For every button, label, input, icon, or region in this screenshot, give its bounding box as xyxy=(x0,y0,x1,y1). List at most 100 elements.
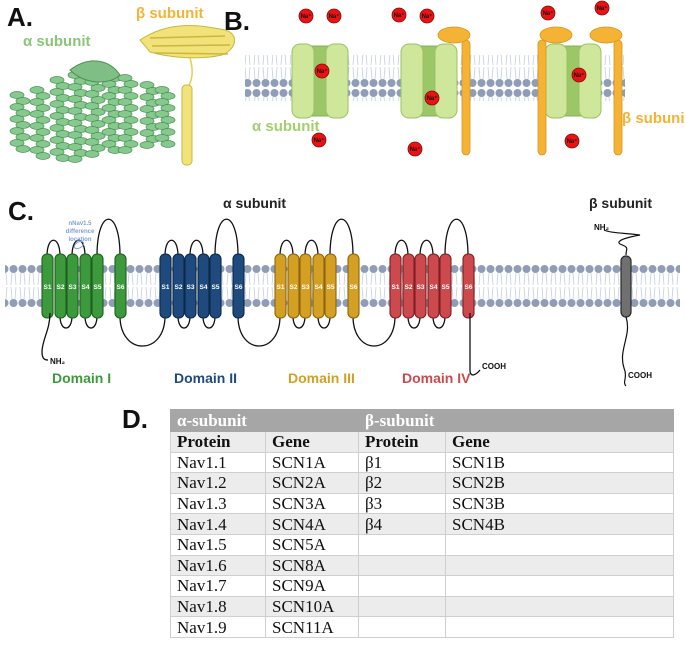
channel-with-beta xyxy=(400,43,458,119)
svg-text:S4: S4 xyxy=(430,284,438,291)
channel-open xyxy=(291,43,349,119)
cell-beta-gene xyxy=(445,595,674,618)
loop xyxy=(304,239,319,257)
sodium-ion: Na⁺ xyxy=(298,8,314,24)
svg-text:Na⁺: Na⁺ xyxy=(574,72,585,79)
sodium-ion: Na⁺ xyxy=(540,5,556,21)
c-beta-title: β subunit xyxy=(589,195,652,211)
svg-text:Na⁺: Na⁺ xyxy=(314,137,325,144)
panel-c-label: C. xyxy=(8,196,34,226)
loop xyxy=(202,315,216,329)
segment-s3: S3 xyxy=(299,253,312,319)
svg-text:Na⁺: Na⁺ xyxy=(410,146,421,153)
sodium-ion: Na⁺ xyxy=(424,90,440,106)
segment-s2: S2 xyxy=(402,253,415,319)
loop xyxy=(317,315,331,329)
subunit-gene-table: α-subunit β-subunit Protein Gene Protein… xyxy=(170,409,674,638)
cell-beta-gene: SCN3B xyxy=(445,492,674,515)
alpha-helix xyxy=(67,71,89,163)
segment-s1: S1 xyxy=(274,253,287,319)
cell-alpha-protein: Nav1.2 xyxy=(170,472,266,494)
beta-subunit-2 xyxy=(537,26,573,156)
c-beta-nterm-label: NH₂ xyxy=(594,223,610,232)
svg-text:location: location xyxy=(68,237,91,243)
alpha-helix xyxy=(154,86,176,148)
svg-text:S5: S5 xyxy=(442,284,450,291)
panel-b-diagram: Na⁺Na⁺Na⁺Na⁺Na⁺Na⁺Na⁺Na⁺Na⁺Na⁺Na⁺Na⁺ α s… xyxy=(245,0,685,157)
cell-beta-gene xyxy=(445,554,674,577)
segment-s3: S3 xyxy=(184,253,197,319)
beta-subunit-3 xyxy=(589,26,623,156)
svg-text:S6: S6 xyxy=(117,284,125,291)
channel-with-two-beta xyxy=(544,43,602,119)
segment-s3: S3 xyxy=(66,253,79,319)
svg-text:S3: S3 xyxy=(302,284,310,291)
svg-text:S5: S5 xyxy=(327,284,335,291)
svg-text:S4: S4 xyxy=(315,284,323,291)
domain-label: Domain II xyxy=(174,370,237,386)
segment-s4: S4 xyxy=(312,253,325,319)
loop xyxy=(292,315,306,329)
svg-text:Na⁺: Na⁺ xyxy=(543,10,554,17)
loop xyxy=(279,239,294,257)
svg-text:S2: S2 xyxy=(57,284,65,291)
svg-text:S5: S5 xyxy=(94,284,102,291)
svg-text:Na⁺: Na⁺ xyxy=(394,12,405,19)
cell-beta-protein xyxy=(358,575,446,597)
svg-text:S3: S3 xyxy=(69,284,77,291)
loop xyxy=(177,315,191,329)
c-alpha-title: α subunit xyxy=(223,195,286,211)
segment-s6: S6 xyxy=(232,253,245,319)
cell-beta-protein xyxy=(358,616,446,638)
loop xyxy=(59,315,73,329)
alpha-helix xyxy=(29,86,51,160)
c-terminus-tail xyxy=(469,313,481,376)
b-beta-label: β subunit xyxy=(622,110,685,127)
sodium-ion: Na⁺ xyxy=(564,133,580,149)
svg-text:S2: S2 xyxy=(405,284,413,291)
loop xyxy=(84,315,98,329)
cell-alpha-gene: SCN1A xyxy=(265,451,359,474)
cell-beta-gene xyxy=(445,575,674,597)
cell-alpha-gene: SCN8A xyxy=(265,554,359,577)
cell-alpha-protein: Nav1.9 xyxy=(170,616,266,638)
svg-text:S6: S6 xyxy=(235,284,243,291)
cell-beta-protein: β2 xyxy=(358,472,446,494)
header-alpha-protein: Protein xyxy=(170,431,266,453)
cell-alpha-gene: SCN9A xyxy=(265,575,359,597)
sodium-ion: Na⁺ xyxy=(391,7,407,23)
domain-label: Domain IV xyxy=(402,370,471,386)
alpha-helix xyxy=(49,76,71,162)
segment-s4: S4 xyxy=(197,253,210,319)
alpha-helix xyxy=(9,91,31,153)
cell-beta-protein xyxy=(358,533,446,556)
loop xyxy=(164,239,179,257)
cell-beta-gene: SCN4B xyxy=(445,513,674,535)
loop xyxy=(444,218,469,257)
loop xyxy=(407,315,421,329)
cell-beta-protein: β3 xyxy=(358,492,446,515)
svg-text:S3: S3 xyxy=(417,284,425,291)
b-alpha-label: α subunit xyxy=(252,118,320,135)
cell-alpha-gene: SCN3A xyxy=(265,492,359,515)
loop xyxy=(71,239,86,257)
cell-beta-gene xyxy=(445,616,674,638)
sodium-ion: Na⁺ xyxy=(326,8,342,24)
svg-text:Na⁺: Na⁺ xyxy=(329,13,340,20)
membrane-c xyxy=(5,263,680,309)
loop xyxy=(432,315,446,329)
cell-beta-protein xyxy=(358,595,446,618)
svg-text:S1: S1 xyxy=(277,284,285,291)
sodium-ion: Na⁺ xyxy=(407,141,423,157)
segment-s5: S5 xyxy=(439,253,452,319)
cell-beta-protein xyxy=(358,554,446,577)
